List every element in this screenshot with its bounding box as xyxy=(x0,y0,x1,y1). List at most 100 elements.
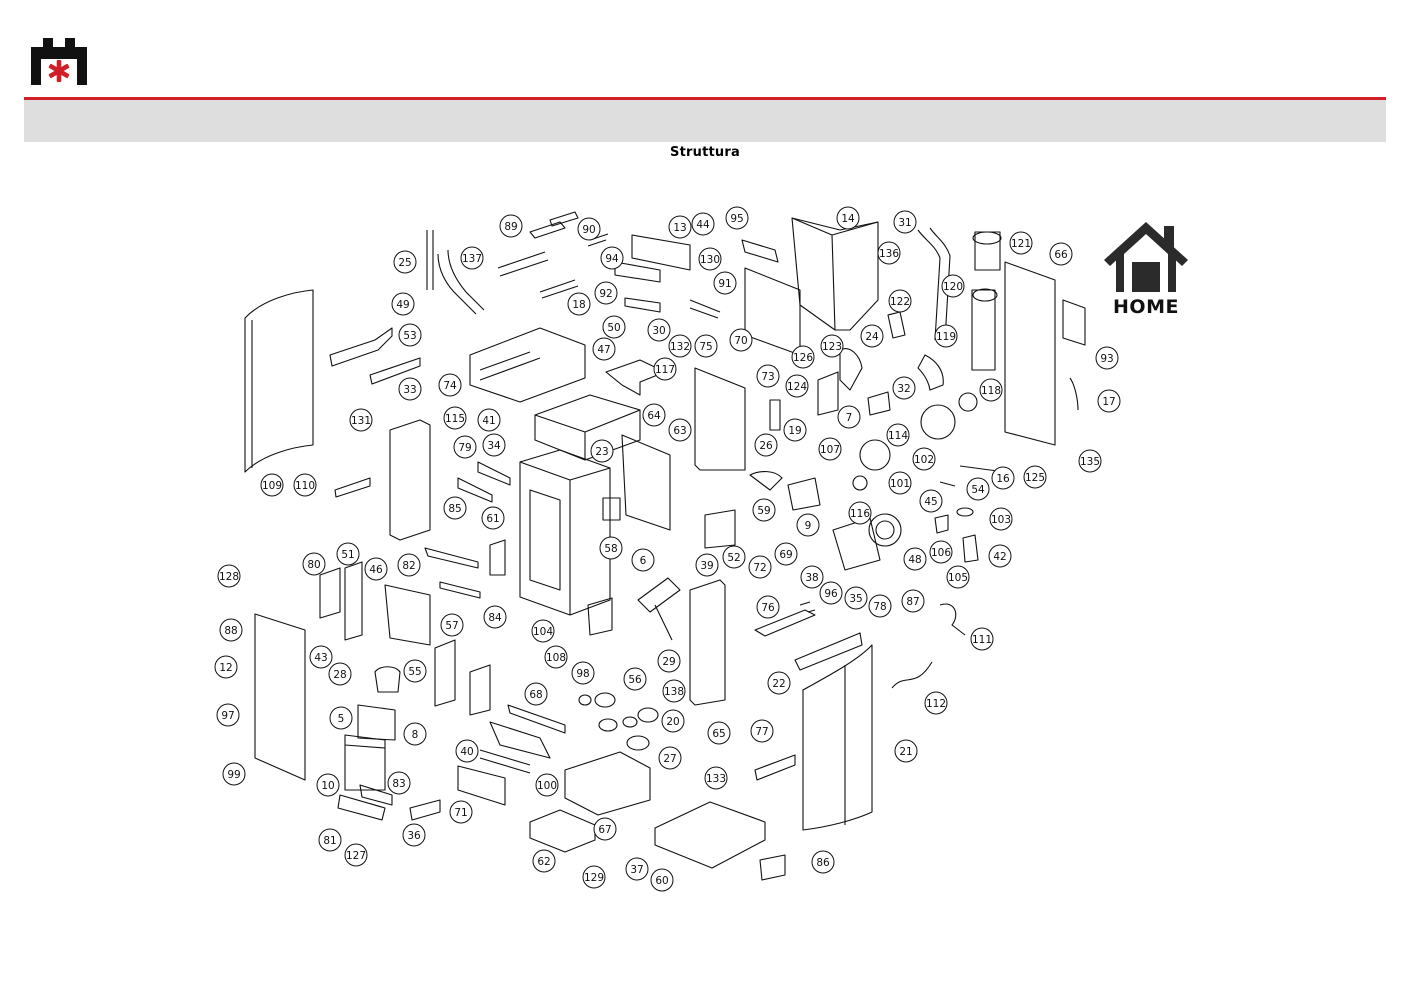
callout-circle xyxy=(979,378,1003,402)
part-callout-61: 61 xyxy=(481,506,505,530)
callout-number: 131 xyxy=(351,415,371,427)
part-callout-22: 22 xyxy=(767,671,791,695)
callout-circle xyxy=(642,403,666,427)
part-callout-119: 119 xyxy=(934,324,958,348)
callout-number: 101 xyxy=(890,478,910,490)
callout-circle xyxy=(791,345,815,369)
callout-number: 125 xyxy=(1025,472,1045,484)
callout-circle xyxy=(453,435,477,459)
callout-number: 107 xyxy=(820,444,840,456)
part-callout-109: 109 xyxy=(260,473,284,497)
callout-number: 70 xyxy=(734,335,747,347)
part-callout-49: 49 xyxy=(391,292,415,316)
callout-circle xyxy=(1097,389,1121,413)
callout-circle xyxy=(398,377,422,401)
callout-circle xyxy=(449,800,473,824)
part-callout-87: 87 xyxy=(901,589,925,613)
part-callout-67: 67 xyxy=(593,817,617,841)
callout-number: 58 xyxy=(604,543,617,555)
callout-number: 120 xyxy=(943,281,963,293)
callout-number: 56 xyxy=(628,674,642,686)
part-callout-131: 131 xyxy=(349,408,373,432)
callout-circle xyxy=(903,547,927,571)
callout-circle xyxy=(848,501,872,525)
callout-number: 57 xyxy=(445,620,458,632)
callout-number: 22 xyxy=(772,678,785,690)
callout-circle xyxy=(302,552,326,576)
part-callout-69: 69 xyxy=(774,542,798,566)
part-callout-20: 20 xyxy=(661,709,685,733)
part-callout-55: 55 xyxy=(403,659,427,683)
callout-number: 41 xyxy=(482,415,495,427)
callout-number: 133 xyxy=(706,773,726,785)
part-callout-68: 68 xyxy=(524,682,548,706)
callout-circle xyxy=(599,536,623,560)
callout-number: 111 xyxy=(972,634,992,646)
callout-circle xyxy=(309,645,333,669)
callout-circle xyxy=(482,433,506,457)
part-callout-65: 65 xyxy=(707,721,731,745)
part-callout-16: 16 xyxy=(991,466,1015,490)
part-callout-136: 136 xyxy=(877,241,901,265)
callout-circle xyxy=(318,828,342,852)
part-callout-60: 60 xyxy=(650,868,674,892)
callout-circle xyxy=(623,667,647,691)
part-callout-27: 27 xyxy=(658,746,682,770)
callout-circle xyxy=(1009,231,1033,255)
callout-number: 106 xyxy=(931,547,951,559)
part-callout-110: 110 xyxy=(293,473,317,497)
part-callout-107: 107 xyxy=(818,437,842,461)
part-callout-72: 72 xyxy=(748,555,772,579)
callout-number: 93 xyxy=(1100,353,1113,365)
callout-circle xyxy=(785,374,809,398)
callout-circle xyxy=(403,722,427,746)
callout-circle xyxy=(499,214,523,238)
part-callout-47: 47 xyxy=(592,337,616,361)
callout-circle xyxy=(754,433,778,457)
part-callout-33: 33 xyxy=(398,377,422,401)
callout-number: 104 xyxy=(533,626,553,638)
callout-circle xyxy=(602,315,626,339)
back-panel xyxy=(1004,261,1056,446)
home-button[interactable]: HOME xyxy=(1100,220,1192,320)
part-callout-105: 105 xyxy=(946,565,970,589)
callout-circle xyxy=(650,868,674,892)
part-callout-76: 76 xyxy=(756,595,780,619)
callout-circle xyxy=(893,210,917,234)
callout-circle xyxy=(783,418,807,442)
part-callout-111: 111 xyxy=(970,627,994,651)
callout-circle xyxy=(713,271,737,295)
callout-circle xyxy=(535,773,559,797)
callout-number: 95 xyxy=(730,213,743,225)
part-callout-101: 101 xyxy=(888,471,912,495)
callout-number: 29 xyxy=(662,656,675,668)
part-callout-40: 40 xyxy=(455,739,479,763)
callout-circle xyxy=(631,548,655,572)
part-callout-95: 95 xyxy=(725,206,749,230)
callout-circle xyxy=(698,247,722,271)
callout-number: 123 xyxy=(822,341,842,353)
callout-circle xyxy=(1095,346,1119,370)
callout-number: 79 xyxy=(458,442,471,454)
part-callout-127: 127 xyxy=(344,843,368,867)
part-callout-84: 84 xyxy=(483,605,507,629)
part-callout-28: 28 xyxy=(328,662,352,686)
part-callout-41: 41 xyxy=(477,408,501,432)
callout-circle xyxy=(668,418,692,442)
part-callout-48: 48 xyxy=(903,547,927,571)
main-frame xyxy=(519,449,611,616)
home-icon xyxy=(1104,222,1188,292)
callout-number: 94 xyxy=(605,253,619,265)
callout-circle xyxy=(707,721,731,745)
part-callout-12: 12 xyxy=(214,655,238,679)
callout-number: 40 xyxy=(460,746,473,758)
part-callout-129: 129 xyxy=(582,865,606,889)
callout-number: 77 xyxy=(755,726,768,738)
part-callout-75: 75 xyxy=(694,334,718,358)
part-callout-58: 58 xyxy=(599,536,623,560)
callout-circle xyxy=(796,513,820,537)
part-callout-26: 26 xyxy=(754,433,778,457)
part-callout-74: 74 xyxy=(438,373,462,397)
callout-number: 83 xyxy=(392,778,405,790)
